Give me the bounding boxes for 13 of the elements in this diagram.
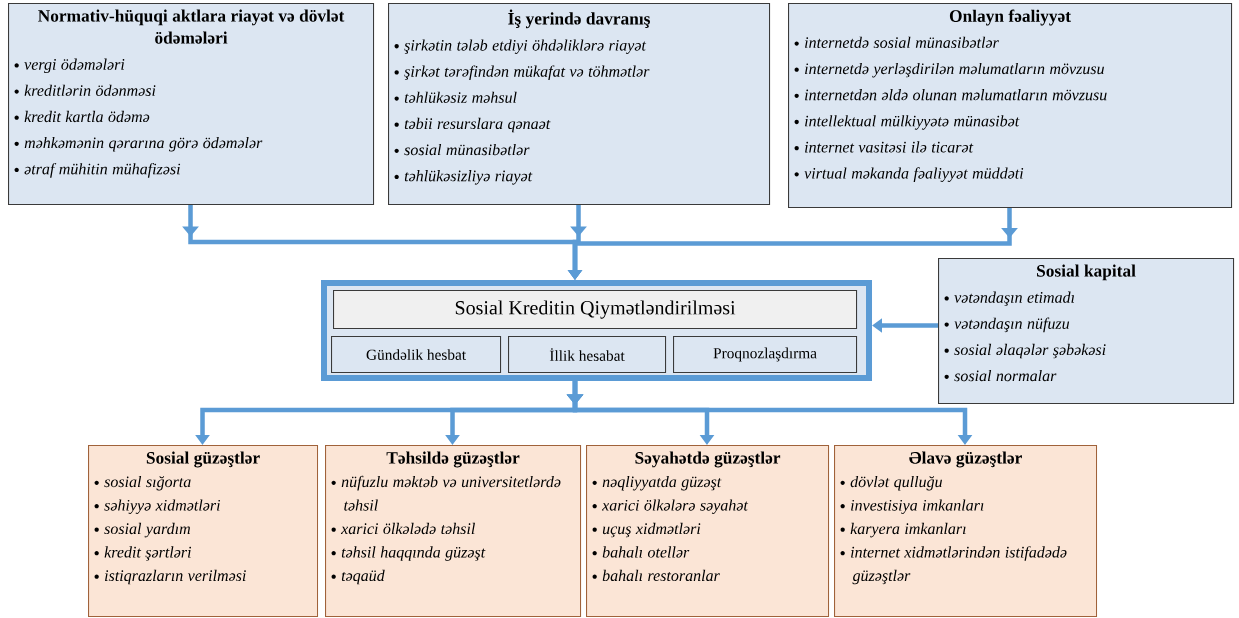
info-box: Normativ-hüquqi aktlara riayət və dövlət ödəmələri vergi ödəmələri kreditlərin ödənməsi kredit kartla ödəmə məhkəmənin qərarına görə ödəmələr ətraf mühitin mühafizəsi bbox=[8, 3, 375, 206]
report-box: Proqnozlaşdırma bbox=[673, 336, 858, 374]
title-box: Sosial Kreditin Qiymətləndirilməsi bbox=[333, 290, 858, 330]
info-box: Səyahətdə güzəştlər nəqliyyatda güzəşt xarici ölkələrə səyahət uçuş xidmətləri bahalı otellər bahalı restoranlar bbox=[586, 445, 830, 618]
info-box: Sosial kapital vətəndaşın etimadı vətəndaşın nüfuzu sosial əlaqələr şəbəkəsi sosial normalar bbox=[938, 258, 1235, 405]
report-box: İllik hesabat bbox=[508, 336, 667, 374]
info-box: Onlayn fəaliyyət internetdə sosial münasibətlər internetdə yerləşdirilən məlumatların mövzusu internetdən əldə olunan məlumatların mövzusu intellektual mülkiyyətə münasibət internet vasitəsi ilə ticarət virtual məkanda fəaliyyət müddəti bbox=[788, 3, 1233, 209]
info-box: Təhsildə güzəştlər nüfuzlu məktəb və universitetlərdə təhsil xarici ölkələdə təhsil təhsil haqqında güzəşt təqaüd bbox=[325, 445, 582, 618]
info-box: Əlavə güzəştlər dövlət qulluğu investisiya imkanları karyera imkanları internet xidmətlərindən istifadədə güzəştlər bbox=[834, 445, 1098, 618]
info-box: Sosial güzəştlər sosial sığorta səhiyyə xidmətləri sosial yardım kredit şərtləri istiqrazların verilməsi bbox=[88, 445, 319, 618]
block-arrow bbox=[566, 381, 973, 445]
report-box: Gündəlik hesbat bbox=[331, 336, 502, 374]
info-box: İş yerində davranış şirkətin tələb etdiyi öhdəliklərə riayət şirkət tərəfindən mükafat və töhmətlər təhlükəsiz məhsul təbii resurslara qənaət sosial münasibətlər təhlükəsizliyə riayət bbox=[388, 3, 771, 206]
